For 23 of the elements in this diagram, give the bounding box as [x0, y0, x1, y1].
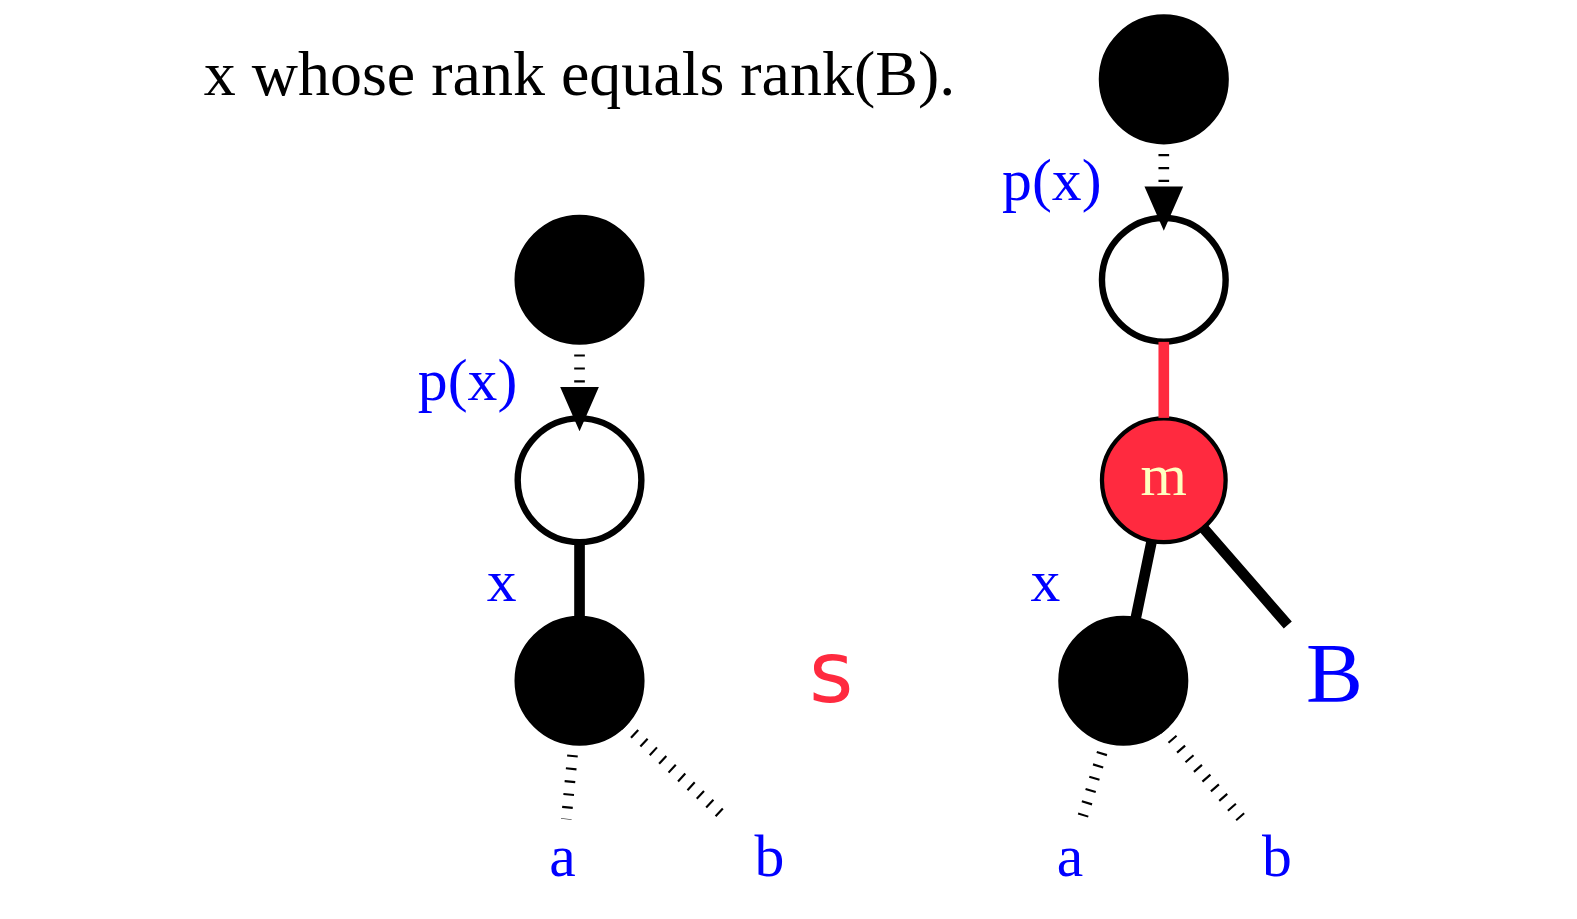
connector	[1076, 738, 1111, 820]
connector	[1199, 523, 1292, 628]
node-text: b	[1261, 822, 1292, 889]
connector	[1158, 341, 1170, 418]
node-label: x	[486, 547, 517, 614]
node-label: x	[1030, 547, 1061, 614]
node-circle	[1098, 214, 1229, 345]
label: x whose rank equals rank(B).	[203, 37, 956, 109]
node-circle	[514, 214, 645, 345]
node-label: p(x)	[1002, 146, 1102, 213]
node-circle	[1098, 13, 1229, 144]
node-label: p(x)	[417, 346, 518, 413]
node-circle	[514, 414, 645, 545]
node-text: b	[754, 822, 785, 889]
node-text: a	[549, 822, 576, 889]
node-text: a	[1056, 822, 1084, 889]
node-circle	[1058, 615, 1189, 746]
node-text: B	[1305, 625, 1363, 720]
node-circle: m	[1099, 415, 1228, 544]
node-circle	[514, 615, 645, 746]
connector	[1159, 725, 1246, 822]
connector	[1130, 539, 1157, 621]
label: s	[808, 622, 854, 722]
